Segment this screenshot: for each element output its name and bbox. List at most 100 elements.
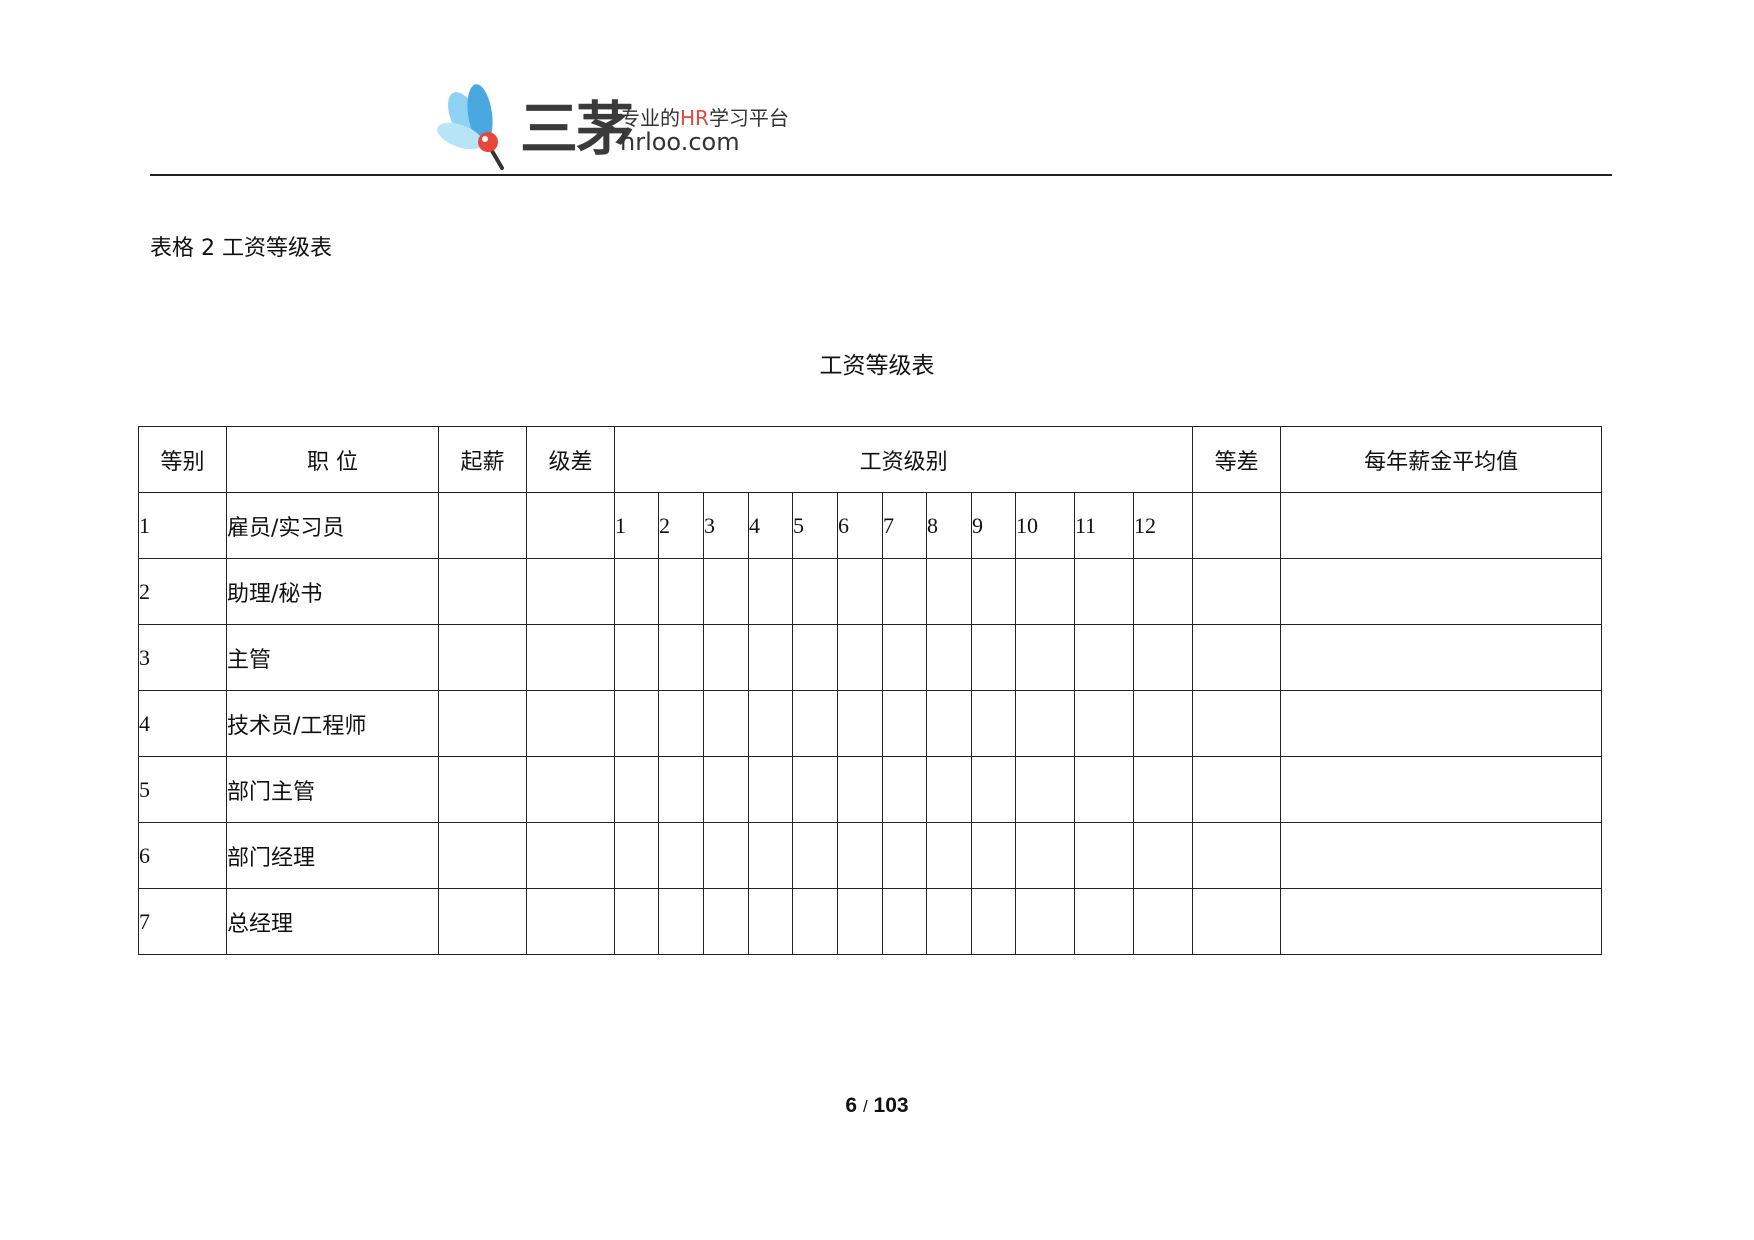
cell-grade-diff: [1192, 690, 1282, 757]
cell-level-value: [703, 624, 749, 691]
header-position: 职 位: [226, 426, 439, 493]
cell-grade-diff: [1192, 756, 1282, 823]
cell-level-value: [614, 690, 659, 757]
cell-level-value: [837, 756, 883, 823]
cell-step-diff: [526, 756, 615, 823]
dragonfly-logo-icon: [437, 84, 504, 170]
cell-start-salary: [438, 492, 527, 559]
cell-level-value: [837, 624, 883, 691]
cell-grade: 2: [138, 558, 227, 625]
cell-level-value: [748, 624, 793, 691]
cell-position: 总经理: [226, 888, 439, 955]
cell-level-value: [971, 624, 1016, 691]
header-grade-diff: 等差: [1192, 426, 1282, 493]
cell-level-value: [926, 822, 972, 889]
cell-level-value: [971, 690, 1016, 757]
cell-level-value: [1015, 690, 1075, 757]
cell-level-value: [1132, 756, 1194, 823]
cell-level-value: [971, 822, 1016, 889]
cell-level-label: 12: [1132, 492, 1194, 559]
cell-level-value: [837, 822, 883, 889]
header-salary-levels: 工资级别: [613, 426, 1194, 493]
cell-level-label: 9: [971, 492, 1016, 559]
cell-level-label: 5: [792, 492, 838, 559]
cell-level-value: [1074, 822, 1134, 889]
cell-level-value: [1074, 756, 1134, 823]
cell-grade-diff: [1192, 888, 1282, 955]
cell-level-label: 10: [1015, 492, 1075, 559]
cell-level-value: [658, 822, 704, 889]
cell-grade-diff: [1192, 624, 1282, 691]
cell-level-value: [1132, 888, 1194, 955]
cell-annual-average: [1280, 624, 1603, 691]
cell-level-value: [1074, 690, 1134, 757]
cell-annual-average: [1280, 492, 1603, 559]
cell-level-value: [703, 690, 749, 757]
cell-step-diff: [526, 690, 615, 757]
cell-grade: 7: [138, 888, 227, 955]
cell-grade: 6: [138, 822, 227, 889]
cell-level-value: [1132, 558, 1194, 625]
cell-start-salary: [438, 624, 527, 691]
table-title: 工资等级表: [819, 353, 935, 379]
header-row: 等别 职 位 起薪 级差 工资级别 等差 每年薪金平均值: [138, 426, 1603, 493]
cell-level-value: [1015, 888, 1075, 955]
cell-level-value: [658, 558, 704, 625]
cell-start-salary: [438, 888, 527, 955]
header-step-diff: 级差: [526, 426, 615, 493]
cell-level-value: [882, 756, 927, 823]
cell-level-value: [882, 888, 927, 955]
cell-level-value: [614, 558, 659, 625]
cell-step-diff: [526, 822, 615, 889]
header-grade: 等别: [138, 426, 227, 493]
cell-level-value: [1132, 822, 1194, 889]
cell-level-value: [703, 822, 749, 889]
cell-level-value: [703, 888, 749, 955]
cell-level-value: [882, 690, 927, 757]
cell-grade: 5: [138, 756, 227, 823]
table-caption: 表格 2 工资等级表: [150, 236, 332, 261]
cell-level-value: [614, 888, 659, 955]
cell-level-value: [658, 690, 704, 757]
header-annual-average: 每年薪金平均值: [1280, 426, 1603, 493]
cell-level-value: [971, 558, 1016, 625]
cell-position: 主管: [226, 624, 439, 691]
page-header: 三茅 专业的HR学习平台 hrloo.com: [150, 70, 1612, 176]
cell-level-label: 8: [926, 492, 972, 559]
brand-domain: hrloo.com: [620, 128, 740, 156]
cell-position: 部门经理: [226, 822, 439, 889]
cell-annual-average: [1280, 558, 1603, 625]
cell-level-label: 6: [837, 492, 883, 559]
cell-level-value: [837, 558, 883, 625]
cell-grade-diff: [1192, 822, 1282, 889]
cell-start-salary: [438, 756, 527, 823]
cell-grade: 4: [138, 690, 227, 757]
cell-level-label: 1: [614, 492, 659, 559]
cell-level-value: [882, 822, 927, 889]
cell-grade: 1: [138, 492, 227, 559]
cell-level-label: 11: [1074, 492, 1134, 559]
cell-level-value: [1132, 624, 1194, 691]
cell-level-value: [1074, 624, 1134, 691]
cell-annual-average: [1280, 822, 1603, 889]
cell-level-value: [1015, 558, 1075, 625]
cell-position: 技术员/工程师: [226, 690, 439, 757]
cell-position: 助理/秘书: [226, 558, 439, 625]
cell-level-value: [837, 888, 883, 955]
cell-annual-average: [1280, 888, 1603, 955]
cell-level-value: [748, 558, 793, 625]
cell-position: 部门主管: [226, 756, 439, 823]
cell-annual-average: [1280, 690, 1603, 757]
cell-level-value: [614, 756, 659, 823]
cell-level-value: [792, 624, 838, 691]
cell-grade: 3: [138, 624, 227, 691]
cell-level-value: [703, 558, 749, 625]
cell-level-value: [1132, 690, 1194, 757]
